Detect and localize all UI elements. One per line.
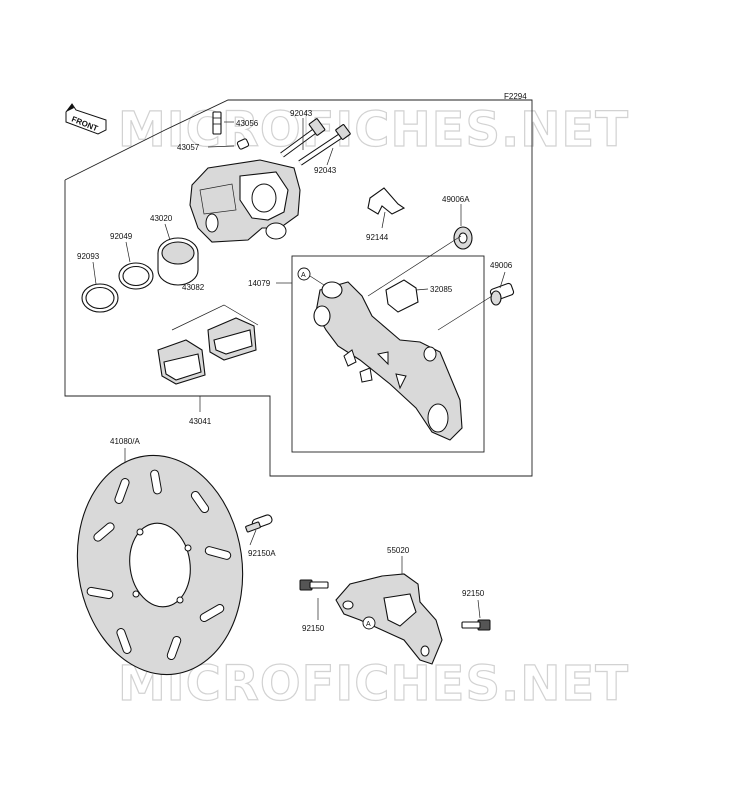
brake-pad-set-43082 — [157, 304, 259, 385]
label-43082: 43082 — [182, 283, 205, 292]
label-14079: 14079 — [248, 279, 271, 288]
brake-disc-41080A — [76, 454, 244, 676]
label-49006A: 49006A — [442, 195, 470, 204]
bushing-49006 — [489, 282, 515, 306]
pin-boot-49006A — [453, 226, 473, 250]
callout-a-label-upper: A — [301, 272, 306, 279]
label-92150-left: 92150 — [302, 624, 325, 633]
piston-43020 — [157, 237, 199, 286]
bleeder-valve-43056 — [212, 111, 222, 135]
label-32085: 32085 — [430, 285, 453, 294]
label-92043-lower: 92043 — [314, 166, 337, 175]
pad-retainer-32085 — [385, 279, 419, 313]
caliper-bracket-14079 — [313, 281, 463, 441]
slide-pin-92043-lower — [298, 124, 351, 166]
guard-bolt-92150-right — [461, 619, 491, 631]
leader-lines — [92, 118, 506, 620]
figure-code: F2294 — [504, 92, 527, 101]
label-43020: 43020 — [150, 214, 173, 223]
front-arrow-icon: FRONT — [65, 103, 107, 135]
slide-pin-92043-upper — [280, 118, 326, 158]
label-92049: 92049 — [110, 232, 133, 241]
callout-a-marker-lower: A — [362, 616, 376, 630]
label-92093: 92093 — [77, 252, 100, 261]
label-92150-right: 92150 — [462, 589, 485, 598]
label-92150A: 92150A — [248, 549, 276, 558]
label-43057: 43057 — [177, 143, 200, 152]
watermark-top: MICROFICHES.NET — [118, 102, 629, 158]
caliper-assembly-frame — [64, 99, 533, 477]
caliper-body — [189, 159, 301, 243]
label-49006: 49006 — [490, 261, 513, 270]
label-43056: 43056 — [236, 119, 259, 128]
bracket-assembly-frame — [291, 255, 485, 453]
bleeder-cap-43057 — [236, 138, 250, 150]
callout-a-marker-upper: A — [297, 267, 325, 286]
disc-bolt-92150A — [245, 514, 273, 533]
label-92144: 92144 — [366, 233, 389, 242]
label-41080A: 41080/A — [110, 437, 140, 446]
label-55020: 55020 — [387, 546, 410, 555]
dust-seal-92093 — [81, 283, 119, 313]
label-92043-upper: 92043 — [290, 109, 313, 118]
watermark-bottom: MICROFICHES.NET — [118, 656, 629, 712]
caliper-guard-55020 — [335, 573, 443, 665]
callout-a-label-lower: A — [366, 621, 371, 628]
piston-seal-92049 — [118, 262, 154, 290]
pad-spring-92144 — [367, 187, 406, 215]
label-43041: 43041 — [189, 417, 212, 426]
guard-bolt-92150-left — [299, 579, 329, 591]
